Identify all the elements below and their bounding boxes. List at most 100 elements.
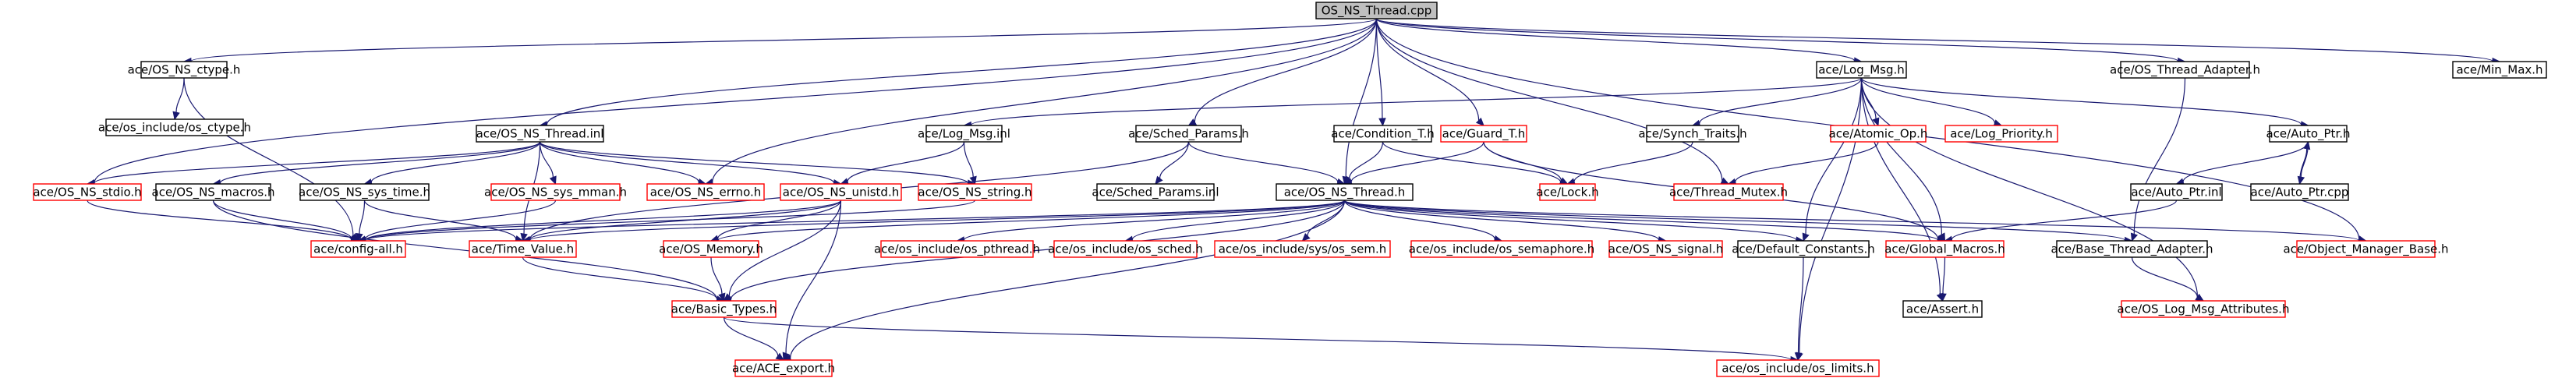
node-memory[interactable]: ace/OS_Memory.h [659,240,763,258]
node-autoptrcpp[interactable]: ace/Auto_Ptr.cpp [2250,183,2349,201]
node-logattr[interactable]: ace/OS_Log_Msg_Attributes.h [2118,300,2290,318]
edge-sched-to-schedinl [1155,141,1190,185]
node-box [1737,240,1870,258]
node-cond[interactable]: ace/Condition_T.h [1331,125,1435,143]
node-string[interactable]: ace/OS_NS_string.h [918,183,1032,201]
edge-autoptr-to-autoptrinl [2175,141,2309,185]
node-stdio[interactable]: ace/OS_NS_stdio.h [33,183,142,201]
node-box [925,125,1003,143]
node-objmgr[interactable]: ace/Object_Manager_Base.h [2283,240,2449,258]
edge-logmsginl-to-unistd [840,141,965,185]
node-label: ace/Auto_Ptr.cpp [2251,185,2349,200]
node-aceexport[interactable]: ace/ACE_export.h [732,359,835,377]
node-label: ace/os_include/os_sched.h [1048,242,1203,257]
node-systime[interactable]: ace/OS_NS_sys_time.h [299,183,430,201]
node-autoptrinl[interactable]: ace/Auto_Ptr.inl [2130,183,2223,201]
node-ossem[interactable]: ace/os_include/sys/os_sem.h [1214,240,1391,258]
node-limits[interactable]: ace/os_include/os_limits.h [1716,359,1880,377]
node-box [880,240,1034,258]
node-box [1440,125,1527,143]
edge-systime-to-configall [356,200,366,242]
node-label: ace/os_include/os_semaphore.h [1409,242,1595,257]
node-label: ace/OS_NS_stdio.h [33,185,141,200]
edge-sched-to-thread [1187,141,1346,186]
node-semaphore[interactable]: ace/os_include/os_semaphore.h [1409,240,1595,258]
node-box [469,240,577,258]
node-autoptr[interactable]: ace/Auto_Ptr.h [2266,125,2351,143]
header-nodes: OS_NS_Thread.cpp ace/OS_NS_ctype.h ace/Log… [33,2,2547,377]
node-ctype[interactable]: ace/OS_NS_ctype.h [128,61,241,79]
node-label: ace/Lock.h [1536,185,1598,200]
node-label: ace/Synch_Traits.h [1638,127,1746,142]
node-box [1053,240,1198,258]
node-basethr[interactable]: ace/Base_Thread_Adapter.h [2051,240,2213,258]
node-label: ace/ACE_export.h [732,362,835,376]
node-label: ace/Global_Macros.h [1884,242,2005,257]
node-box [2120,61,2250,79]
node-label: ace/Atomic_Op.h [1829,127,1928,142]
node-box [1608,240,1723,258]
edge-ctype-to-osctype [172,77,185,121]
node-minmax[interactable]: ace/Min_Max.h [2452,61,2547,79]
node-guard[interactable]: ace/Guard_T.h [1440,125,1527,143]
node-osctype[interactable]: ace/os_include/os_ctype.h [98,118,251,136]
edge-guard-to-thread [1343,141,1484,185]
node-label: ace/OS_Log_Msg_Attributes.h [2118,302,2290,317]
node-label: ace/Guard_T.h [1442,127,1526,142]
node-box [2269,125,2348,143]
node-schedinl[interactable]: ace/Sched_Params.inl [1092,183,1219,201]
edge-thrinl-to-unistd [539,141,842,187]
node-label: ace/Log_Priority.h [1950,127,2053,142]
node-ossched[interactable]: ace/os_include/os_sched.h [1048,240,1203,258]
node-errno[interactable]: ace/OS_NS_errno.h [646,183,765,201]
node-thrinl[interactable]: ace/OS_NS_Thread.inl [476,125,604,143]
edge-stdio-to-configall [87,200,359,244]
node-macros[interactable]: ace/OS_NS_macros.h [152,183,275,201]
node-pthread[interactable]: ace/os_include/os_pthread.h [874,240,1040,258]
node-thrmutex[interactable]: ace/Thread_Mutex.h [1669,183,1788,201]
node-atomic[interactable]: ace/Atomic_Op.h [1829,125,1928,143]
node-label: ace/Condition_T.h [1331,127,1434,142]
node-box [2121,300,2286,318]
edge-basethr-to-logattr [2131,256,2205,302]
node-logprio[interactable]: ace/Log_Priority.h [1944,125,2058,143]
node-label: ace/os_include/os_limits.h [1721,362,1874,376]
node-box [140,61,228,79]
node-label: ace/Auto_Ptr.inl [2131,185,2221,200]
edge-thread-to-objmgr [1343,200,2367,245]
node-label: ace/OS_Memory.h [659,242,763,257]
node-basictypes[interactable]: ace/Basic_Types.h [671,300,777,318]
edge-memory-to-basictypes [710,256,726,302]
node-root[interactable]: OS_NS_Thread.cpp [1315,2,1438,19]
node-globmac[interactable]: ace/Global_Macros.h [1884,240,2005,258]
node-box [1276,183,1414,201]
node-configall[interactable]: ace/config-all.h [310,240,406,258]
edge-basictypes-to-limits [723,316,1799,364]
edge-thread-to-configall [357,200,1346,245]
node-box [1816,61,1907,79]
node-label: ace/Min_Max.h [2456,63,2542,78]
edge-logmsginl-to-string [963,141,977,185]
node-synch[interactable]: ace/Synch_Traits.h [1638,125,1747,143]
node-lock[interactable]: ace/Lock.h [1536,183,1599,201]
node-sysmman[interactable]: ace/OS_NS_sys_mman.h [484,183,627,201]
dependency-edges [86,18,2501,364]
edge-thrinl-to-macros [212,141,541,187]
node-label: ace/OS_NS_macros.h [152,185,275,200]
edge-logmsg-to-autoptr [1860,77,2309,129]
edge-logmsg-to-logmsginl [963,77,1863,129]
node-logmsg[interactable]: ace/Log_Msg.h [1816,61,1907,79]
node-assert[interactable]: ace/Assert.h [1902,300,1983,318]
node-thread[interactable]: ace/OS_NS_Thread.h [1276,183,1414,201]
node-thradapt[interactable]: ace/OS_Thread_Adapter.h [2110,61,2260,79]
edge-thrinl-to-string [539,141,976,187]
node-defconst[interactable]: ace/Default_Constants.h [1732,240,1875,258]
node-sched[interactable]: ace/Sched_Params.h [1128,125,1249,143]
edge-macros-to-basictypes [212,200,725,303]
edge-thread-to-pthread [956,200,1346,244]
node-unistd[interactable]: ace/OS_NS_unistd.h [780,183,902,201]
node-timevalue[interactable]: ace/Time_Value.h [469,240,577,258]
node-logmsginl[interactable]: ace/Log_Msg.inl [918,125,1010,143]
node-label: ace/config-all.h [313,242,403,256]
node-signal[interactable]: ace/OS_NS_signal.h [1608,240,1723,258]
